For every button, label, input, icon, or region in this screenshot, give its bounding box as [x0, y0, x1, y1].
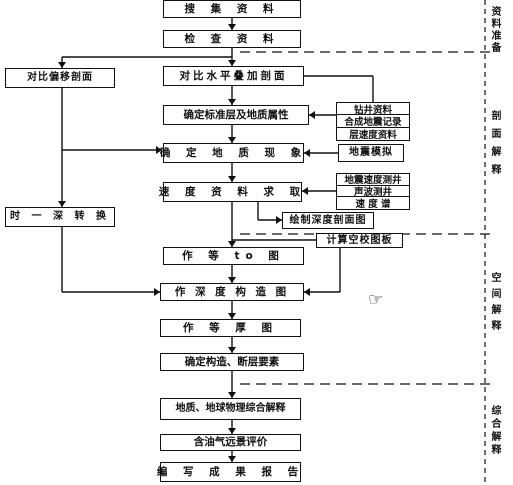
calibration-chart-step: 计算空校图板 [316, 233, 403, 248]
isopach-map-step: 作 等 厚 图 [160, 319, 301, 337]
compare-migrated-section-step: 对比偏移剖面 [5, 68, 115, 88]
phase-data-preparation: 资料准备 [489, 6, 500, 54]
prospect-evaluation-step: 含油气远景评价 [160, 434, 301, 451]
isochron-map-step: 作 等 to 图 [163, 247, 304, 265]
seismic-modeling-step: 地震模拟 [338, 144, 404, 162]
write-report-step: 编 写 成 果 报 告 [157, 462, 301, 482]
collect-data-step: 搜 集 资 料 [163, 0, 301, 18]
structure-fault-elements-step: 确定构造、断层要素 [160, 353, 304, 371]
depth-section-step: 绘制深度剖面图 [282, 212, 374, 229]
sonic-log-item: 声波测井 [337, 186, 409, 198]
pointing-hand-icon: ☞ [368, 290, 384, 310]
seismic-velocity-log-item: 地震速度测井 [337, 174, 409, 186]
stratigraphy-inputs: 钻井资料 合成地震记录 层速度资料 [336, 102, 410, 141]
velocity-data-step: 速 度 资 料 求 取 [159, 182, 302, 202]
depth-structure-map-step: 作 深 度 构 造 图 [160, 283, 304, 301]
phase-spatial-interpretation: 空间解释 [489, 272, 500, 336]
time-depth-conversion-step: 时 一 深 转 换 [5, 207, 115, 227]
comprehensive-interpretation-step: 地质、地球物理综合解释 [160, 398, 301, 420]
compare-stacked-section-step: 对比水平叠加剖面 [163, 66, 304, 86]
check-data-step: 检 查 资 料 [163, 30, 301, 48]
drilling-data-item: 钻井资料 [337, 103, 409, 116]
velocity-inputs: 地震速度测井 声波测井 速 度 谱 [336, 173, 410, 210]
interval-velocity-item: 层速度资料 [349, 129, 397, 141]
determine-standard-layer-step: 确定标准层及地质属性 [163, 105, 309, 125]
determine-geologic-phenomena-step: 确 定 地 质 现 象 [160, 143, 304, 163]
synthetic-seismogram-item: 合成地震记录 [337, 115, 409, 128]
phase-comprehensive-interpretation: 综合解释 [489, 405, 500, 457]
phase-section-interpretation: 剖面解释 [489, 110, 500, 182]
velocity-spectrum-item: 速 度 谱 [355, 199, 391, 211]
